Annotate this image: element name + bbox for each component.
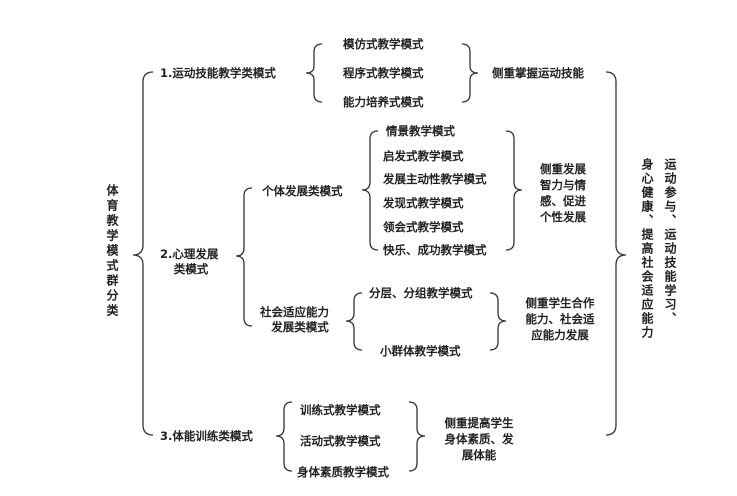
social-focus-line3: 应能力发展 (531, 328, 589, 342)
motor-item-2: 程序式教学模式 (343, 66, 424, 80)
social-focus-line1: 侧重学生合作 (525, 296, 595, 310)
individual-focus-brace (505, 130, 523, 251)
social-item-2: 小群体教学模式 (380, 344, 461, 358)
social-label-line2: 发展类模式 (271, 320, 329, 334)
fitness-focus-line3: 展体能 (461, 448, 497, 462)
individual-focus-line4: 个性发展 (540, 210, 586, 224)
psych-category-label-line1: 2.心理发展 (160, 247, 219, 261)
motor-focus: 侧重掌握运动技能 (492, 66, 584, 80)
summary-column-2: 身心健康、提高社会适应能力 (640, 158, 654, 340)
individual-focus-line2: 智力与情 (540, 178, 586, 192)
individual-item-1: 情景教学模式 (386, 124, 455, 138)
individual-focus-line1: 侧重发展 (540, 162, 586, 176)
social-focus-brace (489, 292, 507, 351)
social-items-brace (345, 292, 363, 351)
fitness-items-brace (275, 401, 293, 472)
fitness-item-2: 活动式教学模式 (300, 434, 381, 448)
individual-focus-line3: 感、促进 (540, 194, 586, 208)
fitness-focus-line1: 侧重提高学生 (444, 416, 514, 430)
psych-category-label-line2: 类模式 (173, 262, 209, 276)
individual-item-3: 发展主动性教学模式 (383, 172, 487, 186)
summary-column-1: 运动参与、运动技能学习、 (663, 158, 677, 326)
individual-item-5: 领会式教学模式 (383, 220, 464, 234)
motor-item-1: 模仿式教学模式 (343, 37, 424, 51)
social-focus-line2: 能力、社会适 (525, 312, 595, 326)
fitness-category-label: 3.体能训练类模式 (160, 429, 253, 443)
root-label: 体育教学模式群分类 (105, 184, 119, 319)
root-brace (132, 71, 154, 436)
fitness-item-3: 身体素质教学模式 (297, 465, 389, 479)
social-label-line1: 社会适应能力 (260, 305, 329, 319)
social-item-1: 分层、分组教学模式 (369, 286, 473, 300)
individual-item-2: 启发式教学模式 (383, 149, 464, 163)
motor-item-3: 能力培养式模式 (343, 95, 424, 109)
motor-category-label: 1.运动技能教学类模式 (160, 66, 276, 80)
individual-item-6: 快乐、成功教学模式 (383, 243, 487, 257)
fitness-item-1: 训练式教学模式 (300, 403, 381, 417)
fitness-focus-line2: 身体素质、发 (444, 432, 514, 446)
individual-items-brace (361, 130, 379, 251)
summary-brace (605, 71, 627, 436)
motor-items-brace (305, 43, 323, 103)
psych-brace (235, 187, 253, 327)
motor-focus-brace (461, 43, 479, 103)
fitness-focus-brace (408, 401, 426, 472)
individual-label: 个体发展类模式 (262, 184, 343, 198)
individual-item-4: 发现式教学模式 (383, 196, 464, 210)
